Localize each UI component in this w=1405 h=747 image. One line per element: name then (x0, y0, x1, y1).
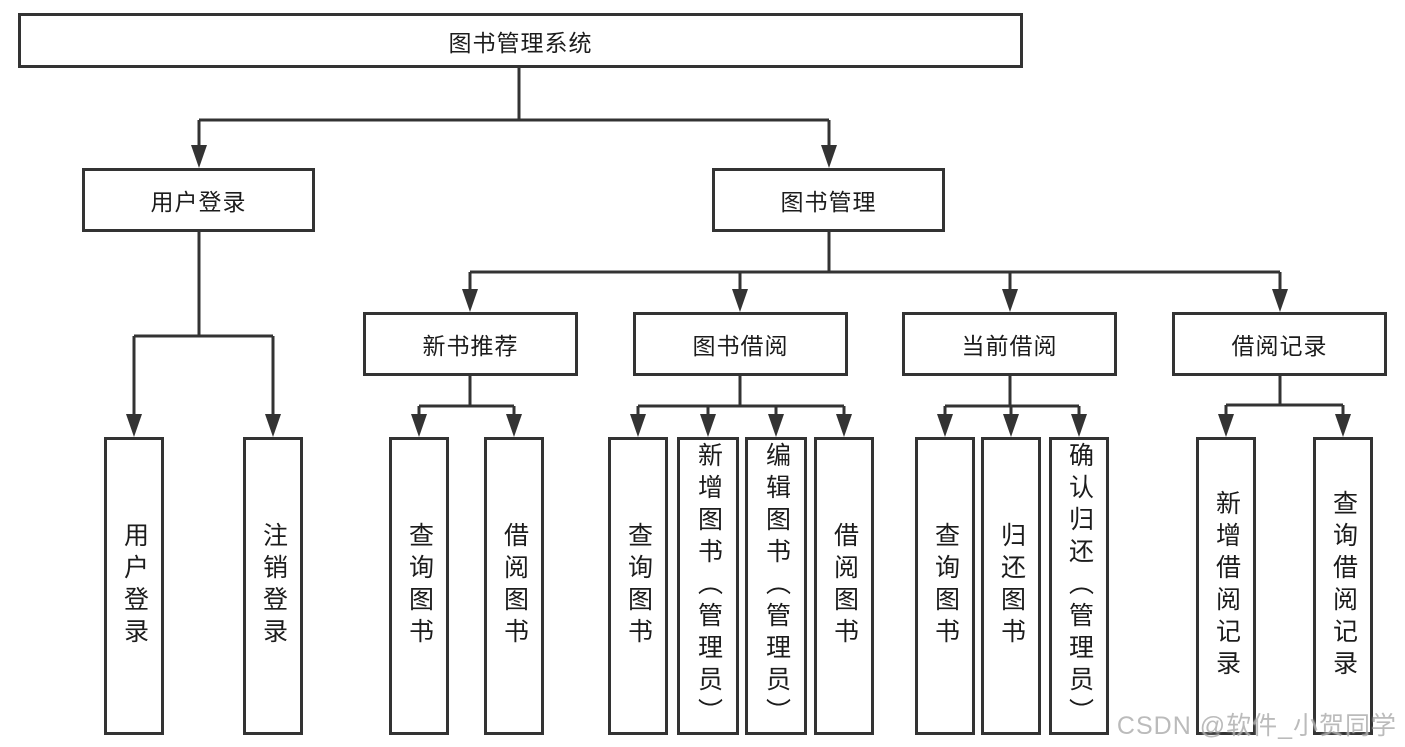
leaf-query-books-borrow: 查询图书 (608, 437, 668, 735)
arrow-down-icon (1218, 414, 1234, 437)
node-label: 借阅记录 (1231, 333, 1328, 359)
arrow-down-icon (630, 414, 646, 437)
node-borrowing-records: 借阅记录 (1172, 312, 1387, 376)
node-current-borrowing: 当前借阅 (902, 312, 1117, 376)
node-label: 用户登录 (150, 189, 247, 215)
node-new-book-recommendation: 新书推荐 (363, 312, 578, 376)
leaf-query-books-current: 查询图书 (915, 437, 975, 735)
arrow-down-icon (700, 414, 716, 437)
leaf-label: 新增借阅记录 (1212, 490, 1241, 682)
leaf-label: 归还图书 (997, 522, 1026, 650)
leaf-add-books-admin: 新增图书（管理员） (677, 437, 739, 735)
leaf-query-books-recommend: 查询图书 (389, 437, 449, 735)
node-label: 图书管理系统 (448, 29, 593, 56)
leaf-edit-books-admin: 编辑图书（管理员） (745, 437, 807, 735)
leaf-label: 借阅图书 (500, 522, 529, 650)
arrow-down-icon (1003, 414, 1019, 437)
arrow-down-icon (821, 145, 837, 168)
arrow-down-icon (1272, 289, 1288, 312)
arrow-down-icon (1002, 289, 1018, 312)
arrow-down-icon (265, 414, 281, 437)
node-user-login: 用户登录 (82, 168, 315, 232)
leaf-label: 查询借阅记录 (1329, 490, 1358, 682)
node-library-system: 图书管理系统 (18, 13, 1023, 68)
leaf-query-borrow-record: 查询借阅记录 (1313, 437, 1373, 735)
leaf-label: 编辑图书（管理员） (762, 442, 791, 730)
arrow-down-icon (1335, 414, 1351, 437)
leaf-label: 注销登录 (259, 522, 288, 650)
arrow-down-icon (191, 145, 207, 168)
leaf-label: 新增图书（管理员） (694, 442, 723, 730)
arrow-down-icon (1071, 414, 1087, 437)
leaf-label: 借阅图书 (830, 522, 859, 650)
node-label: 当前借阅 (961, 333, 1058, 359)
leaf-borrow-books: 借阅图书 (814, 437, 874, 735)
node-book-borrowing: 图书借阅 (633, 312, 848, 376)
leaf-label: 查询图书 (931, 522, 960, 650)
arrow-down-icon (768, 414, 784, 437)
arrow-down-icon (462, 289, 478, 312)
leaf-label: 确认归还（管理员） (1065, 442, 1094, 730)
arrow-down-icon (506, 414, 522, 437)
arrow-down-icon (937, 414, 953, 437)
leaf-label: 查询图书 (405, 522, 434, 650)
arrow-down-icon (411, 414, 427, 437)
leaf-logout-login: 注销登录 (243, 437, 303, 735)
node-label: 图书借阅 (692, 333, 789, 359)
arrow-down-icon (836, 414, 852, 437)
node-book-management: 图书管理 (712, 168, 945, 232)
csdn-watermark: CSDN @软件_小贺同学 (1116, 712, 1397, 740)
node-label: 图书管理 (780, 189, 877, 215)
leaf-add-borrow-record: 新增借阅记录 (1196, 437, 1256, 735)
arrow-down-icon (732, 289, 748, 312)
leaf-return-books: 归还图书 (981, 437, 1041, 735)
leaf-user-login: 用户登录 (104, 437, 164, 735)
leaf-label: 查询图书 (624, 522, 653, 650)
node-label: 新书推荐 (422, 333, 519, 359)
arrow-down-icon (126, 414, 142, 437)
leaf-confirm-return-admin: 确认归还（管理员） (1049, 437, 1109, 735)
leaf-label: 用户登录 (120, 522, 149, 650)
leaf-borrow-books-recommend: 借阅图书 (484, 437, 544, 735)
